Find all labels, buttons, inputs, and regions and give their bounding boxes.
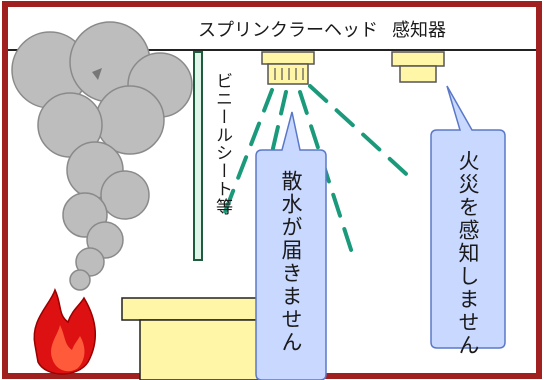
detector-icon [391,51,445,83]
bubble-fire [430,85,506,349]
fire-not-detected-text: 火災を感知しません [456,150,480,357]
flame-icon [33,287,96,375]
smoke-shading [92,68,102,80]
sprinkler-head-label: スプリンクラーヘッド [198,20,378,41]
vinyl-sheet [193,51,203,261]
sprinkler-head-icon [261,51,315,85]
smoke-cloud [11,21,193,291]
water-spray [223,84,417,264]
water-not-reaching-text: 散水が届きません [279,170,303,354]
vinyl-sheet-label: ビニールシート等 [212,72,233,216]
detector-label: 感知器 [392,20,446,41]
